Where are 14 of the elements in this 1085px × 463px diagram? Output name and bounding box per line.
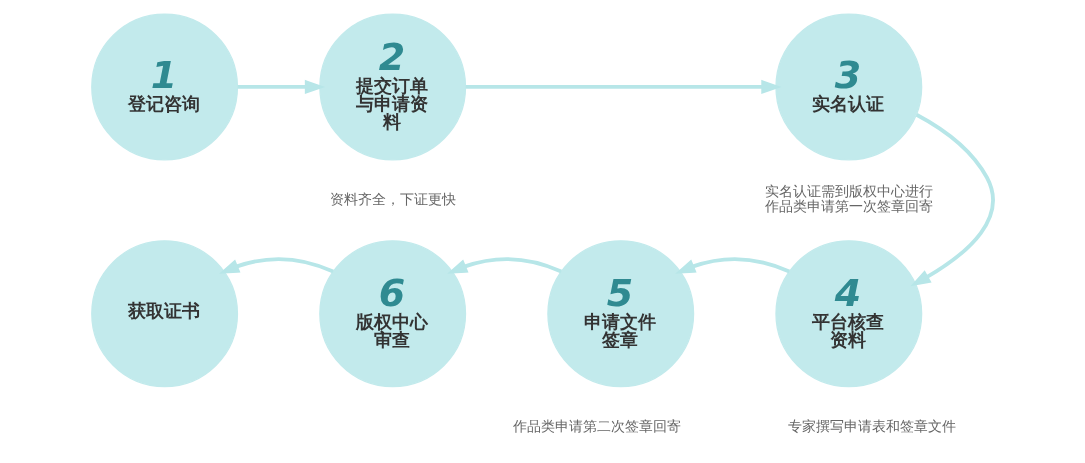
- arrow: [218, 256, 334, 274]
- node-label: 专家撰写申请表和签章文件: [787, 417, 956, 434]
- arrow: [675, 256, 791, 274]
- arrow: [237, 79, 326, 94]
- node-circle: 2 提交订单与申请资料: [319, 12, 467, 160]
- node-circle: 3 实名认证: [775, 12, 923, 160]
- node-circle: 1 登记咨询: [91, 12, 239, 160]
- node-label: 作品类申请第二次签章回寄: [512, 417, 681, 434]
- arrow: [465, 79, 782, 94]
- node-circle: 4 平台核查资料: [775, 239, 923, 387]
- arrow: [910, 112, 995, 286]
- node-label: 资料齐全，下证更快: [329, 190, 456, 207]
- arrow: [447, 256, 562, 274]
- node-label: 实名认证需到版权中心进行作品类申请第一次签章回寄: [764, 182, 933, 214]
